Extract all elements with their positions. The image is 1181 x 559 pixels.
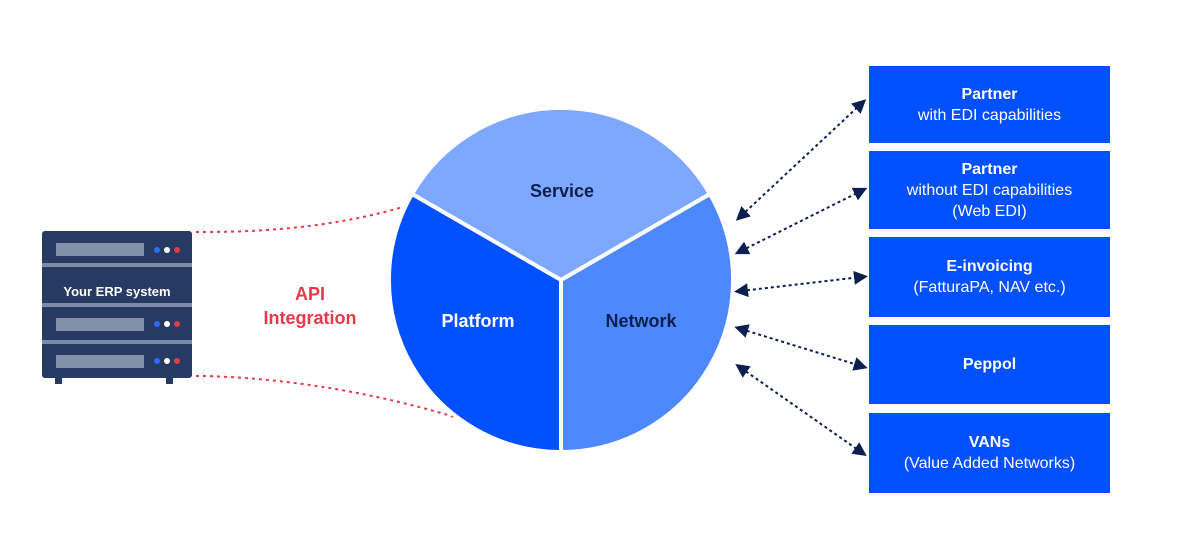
api-label-line2: Integration [264, 308, 357, 328]
api-connector-top [196, 205, 407, 233]
arrow-partner-web-edi [734, 187, 868, 255]
partner-box-edi: Partner with EDI capabilities [869, 66, 1110, 143]
partner-box-title: VANs [968, 434, 1011, 451]
pie-circle [386, 106, 736, 455]
partner-box-line: without EDI capabilities [906, 181, 1073, 199]
partner-box-vans: VANs (Value Added Networks) [869, 413, 1110, 493]
arrow-peppol [734, 324, 868, 371]
partner-box-line: (Value Added Networks) [903, 455, 1076, 472]
partner-box-line: (Web EDI) [952, 202, 1027, 220]
partner-box-e-invoicing: E-invoicing (FatturaPA, NAV etc.) [869, 237, 1110, 317]
api-label-line1: API [295, 284, 325, 304]
arrow-e-invoicing [734, 270, 868, 298]
erp-label: Your ERP system [63, 284, 170, 299]
partner-box-line: (FatturaPA, NAV etc.) [913, 279, 1066, 296]
platform-wedge [386, 191, 563, 455]
partner-box-title: E-invoicing [946, 258, 1033, 275]
partner-box-title: Partner [961, 85, 1018, 103]
partner-box-line: with EDI capabilities [917, 106, 1062, 124]
service-label: Service [530, 181, 594, 201]
partner-box-peppol: Peppol [869, 325, 1110, 404]
network-label: Network [605, 311, 677, 331]
api-connector-bottom [196, 375, 475, 424]
arrow-vans [735, 363, 867, 457]
network-wedge [559, 191, 736, 455]
erp-server-icon [42, 231, 192, 384]
platform-label: Platform [441, 311, 514, 331]
partner-box-title: Partner [961, 160, 1018, 178]
partner-box-web-edi: Partner without EDI capabilities (Web ED… [869, 151, 1110, 229]
service-wedge [409, 106, 713, 283]
partner-box-title: Peppol [962, 356, 1017, 373]
